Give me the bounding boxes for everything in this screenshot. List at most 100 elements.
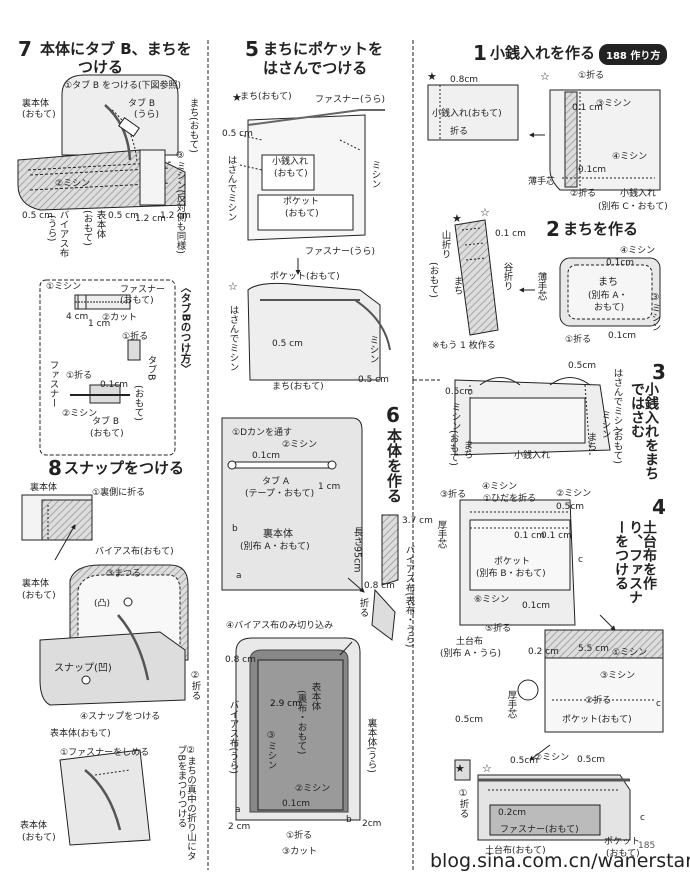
step7-number: 7 <box>18 37 32 61</box>
step6-label-37cm: 3.7 cm <box>402 516 433 526</box>
step2-label-01cm2: 0.1cm <box>606 258 635 268</box>
step1-title: 小銭入れを作る <box>490 44 596 62</box>
tab-b-label-tab-front: (おもて) <box>132 385 144 421</box>
tab-a-label-a: a <box>236 571 242 581</box>
step6-label-a: a <box>235 805 241 815</box>
step7-label-outer: 表本体 <box>94 210 106 239</box>
tab-b-label-fold-a: ①折る <box>122 332 149 342</box>
svg-text:★: ★ <box>452 212 462 225</box>
step3-label-front2: (おもて) <box>611 428 623 464</box>
step7-label-12cm-b: 1.2 cm <box>160 211 191 221</box>
step8-label-outer2: 表本体 <box>20 821 48 831</box>
step2-label-valley-fold: 谷折り <box>501 262 513 291</box>
step3-title: 小銭入れをまちではさむ <box>629 382 659 480</box>
step8-label-fold: ②折る <box>189 670 201 700</box>
step2-label-fabric-a2: おもて) <box>594 303 625 313</box>
step1-reference-badge: 188 作り方 <box>599 44 668 65</box>
step7-label-lining-front: (おもて) <box>22 110 56 120</box>
step4-label-sew6: ⑥ミシン <box>474 595 510 605</box>
step6-label-cut: ③カット <box>282 847 318 857</box>
step3-label-sandwich-sew: はさんでミシン <box>611 368 623 435</box>
step2-label-interfacing: 薄手芯 <box>535 272 547 301</box>
step4-label-02cm: 0.2 cm <box>528 647 559 657</box>
step7-label-bias: バイアス布 <box>57 210 69 258</box>
step4-label-01cm-a: 0.1 cm <box>514 531 545 541</box>
step2-label-01cm: 0.1 cm <box>495 229 526 239</box>
step8-label-outer2-front: (おもて) <box>22 833 56 843</box>
tab-a-label-d-ring: ①Dカンを通す <box>232 428 292 438</box>
step3-label-05cm: 0.5cm <box>445 387 474 397</box>
tab-a-label-1cm: 1 cm <box>318 482 341 492</box>
step8-illustration <box>21 494 189 846</box>
step3-label-sew: ミシン <box>449 402 461 431</box>
step1-label-sew4: ④ミシン <box>612 152 648 162</box>
tab-b-inset-box <box>39 279 176 456</box>
tab-a-label-tape: (テープ・おもて) <box>245 489 315 499</box>
step7-label-05cm-a: 0.5 cm <box>22 211 53 221</box>
step5-label-coin-purse: 小銭入れ <box>272 157 309 167</box>
step4-label-base-fabric: 土台布 <box>456 637 484 647</box>
step1-label-01cm: 0.1 cm <box>572 103 603 113</box>
step4-label-fold1: ①折る <box>457 788 469 818</box>
step2-label-gusset2: まち <box>598 277 618 288</box>
step7-label-05cm-b: 0.5 cm <box>108 211 139 221</box>
step6-illustration <box>235 514 399 821</box>
step2-illustration <box>454 219 661 336</box>
step5-title-line1: まちにポケットを <box>263 40 384 58</box>
step5-label-sew: ミシン <box>369 160 381 189</box>
step1-label-01cm2: 0.1cm <box>578 165 607 175</box>
step4-label-c3: c <box>640 813 645 823</box>
step2-label-mountain-fold: 山折り <box>439 230 451 259</box>
step4-label-fold3: ③折る <box>440 490 467 500</box>
step6-label-outer: 表本体 <box>309 682 321 711</box>
step4-label-05cm4: 0.5cm <box>577 755 606 765</box>
tab-b-label-zipper-front: (おもて) <box>120 296 154 306</box>
step4-label-sew4: ④ミシン <box>482 482 518 492</box>
step7-label-outer-front: (おもて) <box>81 210 93 246</box>
step2-note-make-another: ※もう 1 枚作る <box>432 341 496 351</box>
step8-label-sew-tab: ②まちの真中の折り山にタブBをまつりつける <box>175 745 197 861</box>
tab-b-label-cut: ②カット <box>102 313 138 323</box>
step3-label-front: (おもて) <box>447 430 459 466</box>
step4-label-05cm2: 0.5cm <box>455 715 484 725</box>
step7-label-sew-both-sides: ③ミシン(反対側も同様) <box>174 150 186 254</box>
step4-title: 土台布を作り、ファスナーをつける <box>613 520 657 604</box>
tab-b-label-tab2-front: (おもて) <box>90 429 124 439</box>
tab-b-illustration <box>70 294 141 404</box>
step5-label-gusset: まち(おもて) <box>240 92 292 102</box>
step1-label-fold1: ①折る <box>578 71 605 81</box>
step1-label-fabric-c: (別布 C・おもて) <box>598 202 668 212</box>
tab-a-label-01cm: 0.1cm <box>252 451 281 461</box>
step3-label-coin-purse: 小銭入れ <box>514 451 551 461</box>
step5-label-05cm: 0.5 cm <box>222 129 253 139</box>
step8-label-lining2: 裏本体 <box>22 579 50 589</box>
step7-illustration <box>17 74 186 211</box>
step2-label-sew3: ③ミシン <box>649 292 661 332</box>
step8-label-snap-male: (凸) <box>94 599 111 609</box>
step5-title-line2: はさんでつける <box>263 59 368 77</box>
step8-label-lining2-front: (おもて) <box>22 591 56 601</box>
tab-b-side-title: 〈タブBのつけ方〉 <box>179 282 192 375</box>
step1-label-coin-purse: 小銭入れ(おもて) <box>432 109 502 119</box>
step6-label-08cm: 0.8 cm <box>364 581 395 591</box>
step4-label-02cm2: 0.2cm <box>498 808 527 818</box>
svg-text:☆: ☆ <box>228 280 238 293</box>
step3-label-sew2: ミシン <box>599 410 611 439</box>
step8-label-fold-back: ①裏側に折る <box>92 488 146 498</box>
step2-label-01cm3: 0.1cm <box>608 331 637 341</box>
step7-label-bias-back: (うら) <box>45 215 57 242</box>
step4-label-sew1: ①ミシン <box>612 648 648 658</box>
step2-title: まちを作る <box>563 220 639 238</box>
svg-text:☆: ☆ <box>540 70 550 83</box>
step4-label-01cm-c: 0.1cm <box>522 601 551 611</box>
step2-label-front: (おもて) <box>427 262 439 298</box>
step4-label-sew2: ②ミシン <box>556 489 592 499</box>
step4-label-pocket: ポケット <box>494 557 531 567</box>
step4-label-sew2b: ②ミシン <box>534 753 570 763</box>
step5-label-coin-purse-front: (おもて) <box>274 169 308 179</box>
tab-a-label-lining: 裏本体 <box>263 529 293 540</box>
step5-label-pocket2: ポケット(おもて) <box>270 272 340 282</box>
step4-label-pocket3-front: (おもて) <box>606 849 640 859</box>
